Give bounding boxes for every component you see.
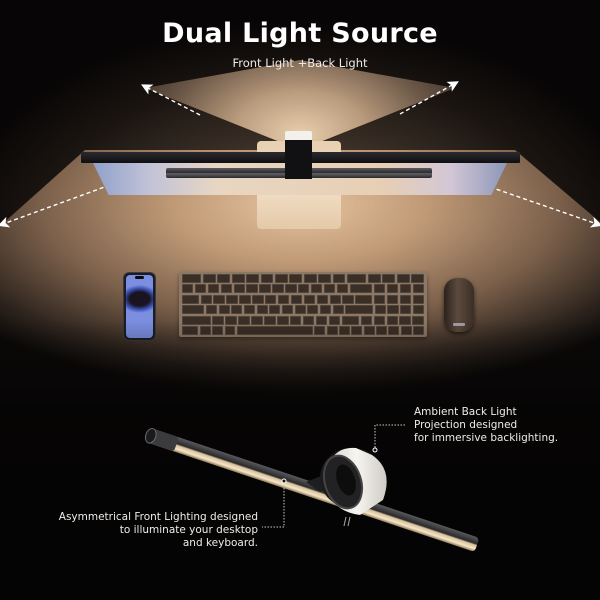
callout-pointer-front bbox=[262, 478, 287, 528]
background-shadow bbox=[0, 320, 600, 600]
callout-back-light: Ambient Back Light Projection designed f… bbox=[414, 406, 558, 445]
callout-front-line-3: and keyboard. bbox=[182, 537, 258, 549]
light-bar-clip bbox=[285, 140, 312, 179]
page-title: Dual Light Source bbox=[162, 18, 438, 49]
callout-front-line-2: to illuminate your desktop bbox=[119, 524, 258, 536]
callout-front-light: Asymmetrical Front Lighting designed to … bbox=[40, 511, 258, 550]
light-bar-back-lamp bbox=[285, 131, 312, 141]
arrow-front-left-icon bbox=[0, 184, 111, 228]
arrow-back-left-icon bbox=[141, 84, 201, 116]
keyboard-row bbox=[182, 305, 424, 315]
callout-back-line-3: for immersive backlighting. bbox=[414, 432, 559, 444]
callout-back-line-2: Projection designed bbox=[414, 419, 518, 431]
light-bar-rod bbox=[144, 428, 479, 551]
arrow-back-right-icon bbox=[399, 81, 459, 115]
callout-front-line-1: Asymmetrical Front Lighting designed bbox=[58, 511, 258, 523]
keyboard-row bbox=[182, 294, 424, 304]
keyboard-row bbox=[182, 274, 424, 283]
keyboard-row bbox=[182, 284, 424, 294]
callout-pointer-back bbox=[372, 424, 405, 453]
callout-back-line-1: Ambient Back Light bbox=[414, 406, 517, 418]
phone-dynamic-island bbox=[135, 276, 144, 279]
back-light-module bbox=[306, 447, 387, 527]
arrow-front-right-icon bbox=[489, 186, 600, 228]
page-subtitle: Front Light +Back Light bbox=[232, 56, 368, 70]
